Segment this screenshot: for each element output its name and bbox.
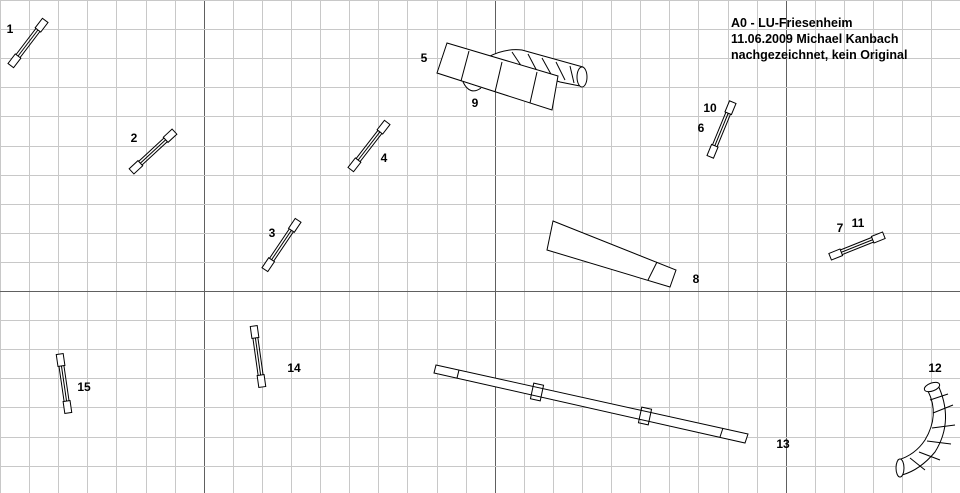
obstacle-number: 6 <box>697 121 705 135</box>
jump-hurdle <box>706 100 737 159</box>
obstacle-number: 15 <box>77 380 91 394</box>
jump-hurdle <box>7 17 49 69</box>
jump-hurdle <box>828 231 886 261</box>
obstacle-number: 3 <box>268 226 276 240</box>
obstacle-number: 9 <box>471 96 479 110</box>
tunnel-top <box>486 49 588 88</box>
course-note: nachgezeichnet, kein Original <box>731 48 908 62</box>
obstacle-number: 1 <box>6 22 14 36</box>
jump-hurdle <box>55 352 73 415</box>
course-author: 11.06.2009 Michael Kanbach <box>731 32 899 46</box>
obstacle-number: 8 <box>692 272 700 286</box>
obstacle-number: 4 <box>380 151 388 165</box>
table-marker <box>462 81 482 92</box>
obstacle-number: 10 <box>703 101 717 115</box>
obstacle-number: 11 <box>851 216 865 230</box>
obstacle-number: 12 <box>928 361 942 375</box>
obstacle-number: 5 <box>420 51 428 65</box>
jump-hurdle <box>249 324 267 389</box>
jump-hurdle <box>128 128 178 175</box>
jump-hurdle <box>261 217 302 273</box>
tunnel-curved <box>895 381 956 478</box>
obstacle-number: 14 <box>287 361 301 375</box>
course-info: A0 - LU-Friesenheim 11.06.2009 Michael K… <box>731 15 907 63</box>
tunnel-straight <box>546 220 677 288</box>
obstacle-number: 7 <box>836 221 844 235</box>
obstacle-number: 2 <box>130 131 138 145</box>
dog-walk <box>433 364 749 444</box>
jump-hurdle <box>347 119 391 173</box>
course-title: A0 - LU-Friesenheim <box>731 16 853 30</box>
a-frame <box>436 42 559 111</box>
obstacle-number: 13 <box>776 437 790 451</box>
